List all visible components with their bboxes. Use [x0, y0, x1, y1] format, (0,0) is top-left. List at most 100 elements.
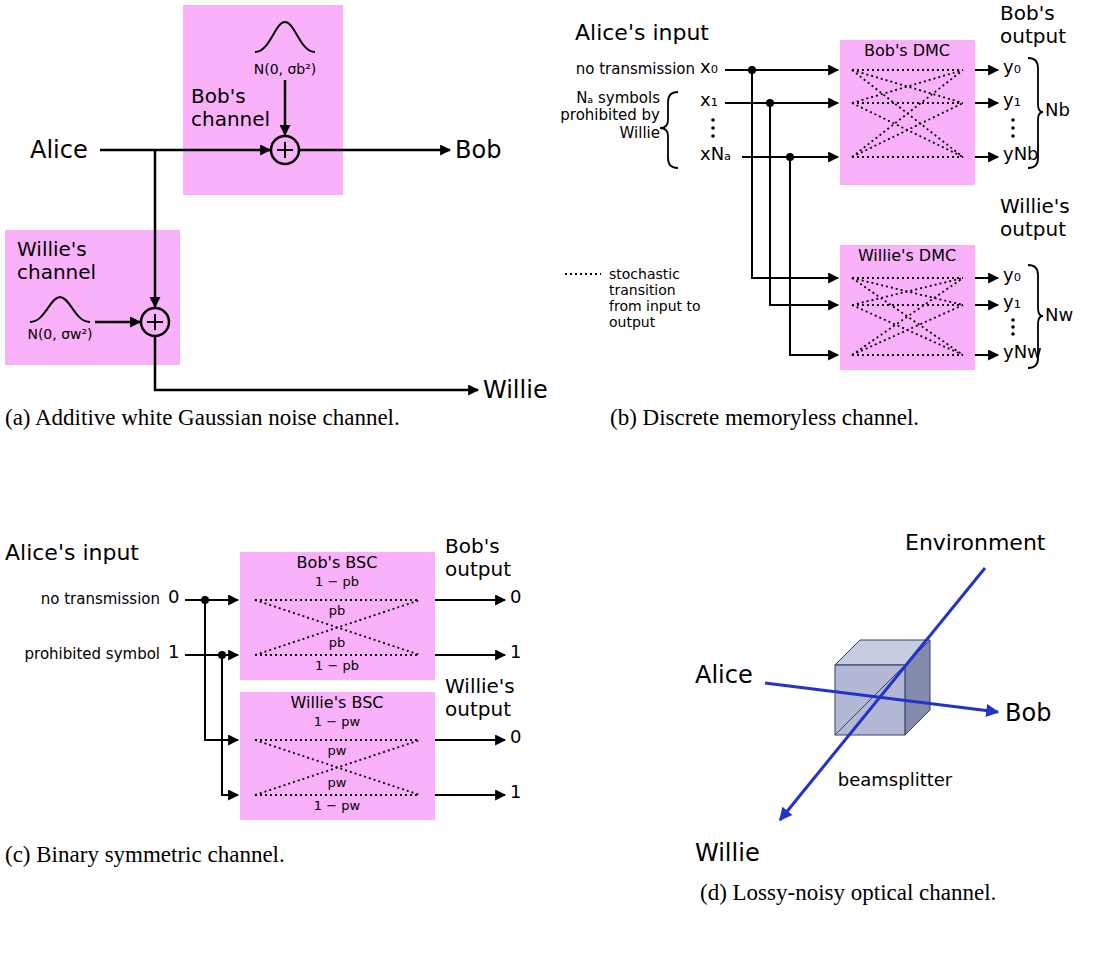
bsc-wires — [435, 794, 505, 796]
output-heading: Willie's output — [445, 675, 535, 721]
awgn-wires — [255, 22, 315, 52]
ellipsis-dots — [1011, 332, 1015, 336]
dmc-wires — [975, 304, 998, 306]
awgn-wires — [95, 321, 140, 324]
transition-line — [852, 103, 963, 157]
component-label: beamsplitter — [838, 770, 952, 791]
junction-dots — [201, 66, 794, 659]
awgn-wires — [100, 149, 270, 152]
subfigure-caption: (b) Discrete memoryless channel. — [610, 405, 919, 431]
awgn-wires — [155, 336, 478, 390]
bsc-wires — [185, 599, 238, 601]
alphabet-size: Nw — [1045, 305, 1073, 326]
input-symbol: x₀ — [700, 57, 718, 78]
transition-line — [852, 70, 963, 103]
output-symbol: yNw — [1003, 342, 1042, 363]
ellipsis-dots — [1011, 318, 1015, 322]
input-heading: Alice's input — [575, 20, 709, 45]
output-symbol: 0 — [510, 727, 521, 748]
input-heading: Alice's input — [5, 540, 139, 565]
bsc-wires — [435, 599, 505, 601]
box-text: pw — [328, 776, 347, 791]
input-symbol: 1 — [168, 642, 179, 663]
transition-line — [852, 305, 963, 355]
box-text: 1 − pb — [315, 659, 359, 674]
box-text: pb — [329, 636, 346, 651]
output-symbol: 0 — [510, 587, 521, 608]
output-heading: Bob's output — [445, 535, 535, 581]
box-text: N(0, σb²) — [254, 61, 317, 77]
output-symbol: 1 — [510, 642, 521, 663]
ellipsis-dots — [1011, 325, 1015, 329]
ellipsis-dots — [711, 126, 715, 130]
optical-beams — [765, 568, 998, 820]
awgn-wires — [30, 22, 478, 390]
awgn-wires — [147, 314, 163, 330]
channel-box: N(0, σb²)Bob's channel — [183, 5, 343, 195]
transition-line — [852, 70, 963, 103]
dmc-wires — [975, 69, 998, 71]
box-text: N(0, σw²) — [27, 326, 92, 342]
output-symbol: 1 — [510, 782, 521, 803]
transition-line — [255, 740, 420, 795]
transition-line — [852, 277, 963, 279]
dmc-wires — [975, 277, 998, 279]
bsc-wires — [185, 654, 238, 656]
transition-line — [852, 278, 963, 305]
transition-line — [255, 600, 420, 655]
transition-line — [852, 103, 963, 157]
transition-line — [852, 102, 963, 104]
legend-line-sample — [565, 273, 601, 275]
box-text: pw — [328, 744, 347, 759]
dmc-wires — [660, 92, 678, 168]
input-note: no transmission — [576, 61, 695, 78]
dmc-box: Willie's DMC — [840, 245, 975, 370]
party-name: Bob — [1005, 700, 1051, 728]
legend-item: stochastic transition from input to outp… — [563, 266, 709, 330]
alphabet-size: Nb — [1045, 100, 1070, 121]
awgn-wires — [141, 308, 169, 336]
output-symbol: yNb — [1003, 144, 1039, 165]
transition-line — [852, 69, 963, 71]
awgn-wires — [154, 150, 157, 307]
junction-dots — [766, 99, 774, 107]
output-heading: Willie's output — [1000, 195, 1100, 241]
dmc-wires — [975, 156, 998, 158]
input-symbol: x₁ — [700, 90, 718, 111]
box-title: Willie's DMC — [858, 247, 956, 265]
bsc-wires — [222, 655, 238, 795]
output-symbol: y₁ — [1003, 292, 1021, 313]
legend-line-sample — [563, 266, 603, 280]
transition-line — [852, 156, 963, 158]
awgn-wires — [30, 297, 90, 322]
transition-line — [852, 278, 963, 355]
dmc-wires — [975, 354, 998, 356]
party-name: Alice — [30, 137, 88, 165]
output-heading: Bob's output — [1000, 2, 1100, 48]
input-note: prohibited symbol — [25, 646, 160, 663]
party-name: Bob — [455, 137, 501, 165]
junction-dots — [748, 66, 756, 74]
transition-line — [852, 305, 963, 355]
box-title: Bob's DMC — [864, 42, 950, 60]
transition-line — [255, 654, 420, 656]
box-text: 1 − pw — [314, 799, 360, 814]
transition-line — [255, 739, 420, 741]
dmc-wires — [660, 58, 1043, 368]
transition-line — [255, 740, 420, 795]
dmc-wires — [752, 70, 838, 278]
transition-line — [852, 70, 963, 157]
ellipsis-dots — [711, 118, 715, 122]
ellipsis-dots — [1011, 134, 1015, 138]
transition-line — [255, 794, 420, 796]
transition-line — [255, 600, 420, 655]
awgn-wires — [299, 149, 450, 152]
junction-dots — [786, 153, 794, 161]
dmc-wires — [790, 157, 838, 355]
transition-line — [852, 278, 963, 355]
bsc-box: Bob's BSC1 − pbpbpb1 − pb — [240, 552, 435, 680]
optical-beams — [780, 568, 985, 820]
party-name: Willie — [483, 377, 548, 405]
box-text: Willie's channel — [17, 238, 117, 284]
